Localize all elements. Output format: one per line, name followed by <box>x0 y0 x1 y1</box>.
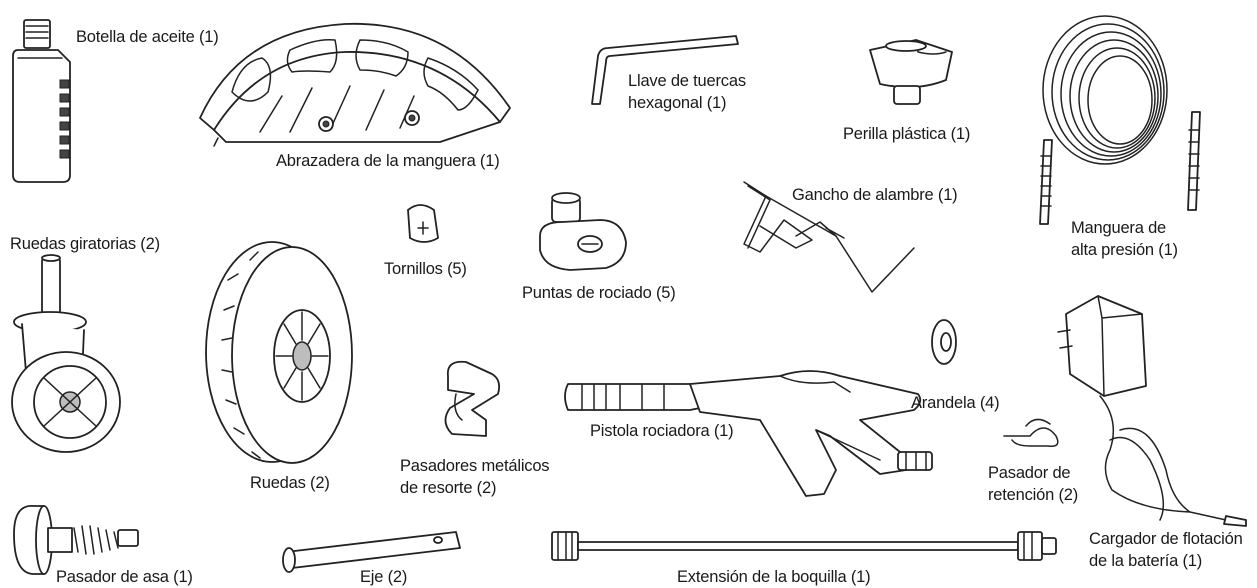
nozzle-extension-label: Extensión de la boquilla (1) <box>677 568 871 586</box>
hose-label: Manguera de alta presión (1) <box>1071 217 1178 261</box>
retaining-pin-label: Pasador de retención (2) <box>988 462 1078 506</box>
nozzle-extension-icon <box>551 531 1057 561</box>
spray-gun-icon <box>564 370 933 497</box>
casters-label: Ruedas giratorias (2) <box>10 235 160 253</box>
axle-icon <box>282 531 461 573</box>
charger-label-line2: de la batería (1) <box>1089 552 1203 570</box>
handle-pin-label: Pasador de asa (1) <box>56 568 193 586</box>
high-pressure-hose-icon <box>1039 15 1201 225</box>
retaining-pin-icon <box>1003 418 1059 448</box>
hose-label-line2: alta presión (1) <box>1071 241 1178 259</box>
spray-gun-label: Pistola rociadora (1) <box>590 422 734 440</box>
wheel-icon <box>205 241 353 464</box>
caster-wheel-icon <box>11 254 121 453</box>
retaining-pin-label-line1: Pasador de <box>988 464 1071 482</box>
screws-label: Tornillos (5) <box>384 260 467 278</box>
retaining-pin-label-line2: retención (2) <box>988 486 1079 504</box>
spring-pins-label-line2: de resorte (2) <box>400 479 497 497</box>
hose-label-line1: Manguera de <box>1071 219 1167 237</box>
spring-pin-icon <box>444 360 501 437</box>
screw-icon <box>407 204 439 243</box>
spring-pins-label: Pasadores metálicos de resorte (2) <box>400 455 550 499</box>
washer-label: Arandela (4) <box>911 394 1000 412</box>
charger-label-line1: Cargador de flotación <box>1089 530 1243 548</box>
washer-icon <box>931 319 957 365</box>
hex-key-icon <box>591 35 739 105</box>
hose-clamp-icon <box>199 22 511 147</box>
spray-tip-icon <box>539 192 627 271</box>
hose-clamp-label: Abrazadera de la manguera (1) <box>276 152 500 170</box>
wire-hook-icon <box>743 181 915 293</box>
hex-key-label: Llave de tuercas hexagonal (1) <box>628 70 746 114</box>
wire-hook-label: Gancho de alambre (1) <box>792 186 958 204</box>
hex-key-label-line1: Llave de tuercas <box>628 72 746 90</box>
charger-label: Cargador de flotación de la batería (1) <box>1089 528 1243 572</box>
hex-key-label-line2: hexagonal (1) <box>628 94 727 112</box>
plastic-knob-label: Perilla plástica (1) <box>843 125 971 143</box>
oil-bottle-icon <box>12 19 71 183</box>
spray-tips-label: Puntas de rociado (5) <box>522 284 676 302</box>
spring-pins-label-line1: Pasadores metálicos <box>400 457 550 475</box>
wheels-label: Ruedas (2) <box>250 474 330 492</box>
plastic-knob-icon <box>869 39 953 105</box>
axle-label: Eje (2) <box>360 568 408 586</box>
battery-charger-icon <box>1057 295 1247 527</box>
oil-bottle-label: Botella de aceite (1) <box>76 28 219 46</box>
handle-pin-icon <box>13 505 139 575</box>
